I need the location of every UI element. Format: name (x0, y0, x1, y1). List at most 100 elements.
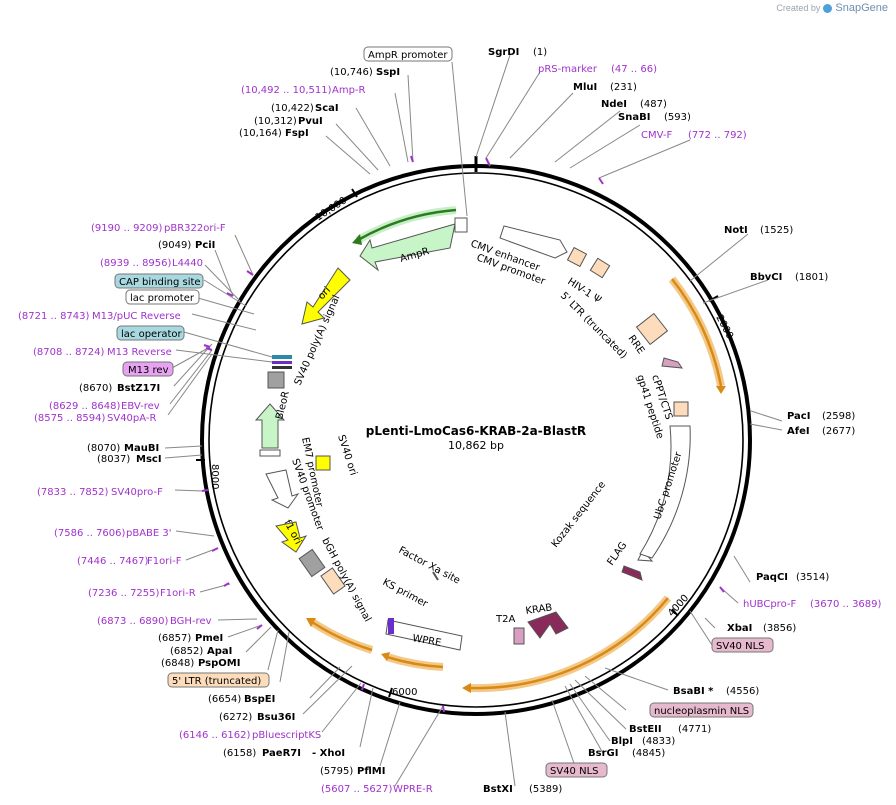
label-pcii[interactable]: PciI (195, 240, 215, 251)
label-m13-reverse[interactable]: M13 Reverse (107, 347, 172, 358)
label-fspi[interactable]: FspI (285, 128, 309, 139)
ltr-truncated-box[interactable] (167, 672, 270, 688)
label-pvui[interactable]: PvuI (298, 116, 323, 127)
lac-operator-box[interactable] (116, 325, 185, 341)
label-prs-marker[interactable]: pRS-marker (538, 64, 598, 75)
pos-afei: (2677) (822, 426, 855, 437)
label-maubi[interactable]: MauBI (124, 443, 159, 454)
label-cmv-f[interactable]: CMV-F (641, 130, 672, 141)
label-bstz17i[interactable]: BstZ17I (117, 383, 160, 394)
sv40-nls-box-2[interactable] (545, 762, 608, 778)
wpre-label: WPRE (411, 633, 442, 649)
label-blpi[interactable]: BlpI (611, 736, 633, 747)
label-pbr322ori-f[interactable]: pBR322ori-F (164, 223, 226, 234)
pos-pbr322ori-f: (9190 .. 9209) (91, 223, 163, 234)
pos-bbvci: (1801) (795, 272, 828, 283)
ampr-promoter-box[interactable] (363, 46, 453, 62)
m13-rev-label: M13 rev (128, 365, 169, 376)
label-pbabe-3[interactable]: pBABE 3' (126, 528, 172, 539)
m13-rev-box[interactable] (122, 361, 174, 377)
pos-sv40pa-r: (8575 .. 8594) (34, 413, 106, 424)
map-title: pLenti-LmoCas6-KRAB-2a-BlastR (366, 424, 586, 438)
label-m13-puc-reverse[interactable]: M13/pUC Reverse (92, 311, 181, 322)
tick-4000 (671, 608, 679, 617)
label-afei[interactable]: AfeI (787, 426, 810, 437)
label-mlui[interactable]: MluI (573, 82, 597, 93)
cppt-feature-box (673, 401, 689, 417)
pos-m13-puc-reverse: (8721 .. 8743) (18, 311, 90, 322)
tick-label-8000: 8000 (209, 464, 220, 489)
label-xhoi[interactable]: - XhoI (312, 748, 345, 759)
label-bspei[interactable]: BspEI (244, 694, 275, 705)
label-paer7i[interactable]: PaeR7I (262, 748, 301, 759)
label-f1ori-r[interactable]: F1ori-R (160, 588, 196, 599)
pos-sgrdi: (1) (533, 47, 547, 58)
f1-ori-arrow (275, 521, 308, 553)
label-f1ori-f[interactable]: F1ori-F (147, 556, 182, 567)
flag-glyph (621, 565, 643, 581)
label-bsu36i[interactable]: Bsu36I (257, 712, 295, 723)
tick-10000 (351, 188, 358, 198)
cap-site-glyph (272, 366, 292, 369)
ks-primer-label: KS primer (381, 577, 431, 610)
label-xbai[interactable]: XbaI (727, 623, 752, 634)
label-bstxi[interactable]: BstXI (483, 784, 513, 795)
cmv-enhancer-arrow (499, 225, 568, 259)
ampr-promoter-glyph (454, 217, 468, 233)
cap-binding-site-label: CAP binding site (119, 277, 201, 288)
label-wpre-r[interactable]: WPRE-R (393, 784, 433, 795)
created-by-text: Created by (776, 3, 821, 13)
label-msci[interactable]: MscI (136, 454, 162, 465)
tick-label-10000: 10,000 (314, 195, 349, 223)
label-apai[interactable]: ApaI (207, 646, 232, 657)
sv40-polya-box (267, 371, 285, 389)
label-ndei[interactable]: NdeI (601, 99, 627, 110)
label-snabi[interactable]: SnaBI (618, 112, 650, 123)
label-bgh-rev[interactable]: BGH-rev (170, 616, 212, 627)
label-bbvci[interactable]: BbvCI (750, 272, 782, 283)
feature-arc-ltr-head (306, 618, 316, 627)
label-scai[interactable]: ScaI (315, 103, 339, 114)
bleor-label: BleoR (274, 390, 292, 421)
label-sv40pro-f[interactable]: SV40pro-F (111, 487, 163, 498)
snapgene-branding: Created by SnapGene (776, 0, 888, 16)
nucleoplasmin-nls-box[interactable] (649, 702, 754, 718)
label-bsrgi[interactable]: BsrGI (588, 748, 618, 759)
label-pmei[interactable]: PmeI (195, 633, 223, 644)
lac-promoter-label: lac promoter (130, 293, 195, 304)
label-paqci[interactable]: PaqCI (756, 572, 788, 583)
ltr-truncated-label: 5' LTR (truncated) (172, 676, 261, 687)
pos-msci: (8037) (97, 454, 130, 465)
ubc-promoter-arrow (639, 425, 691, 559)
label-pflmi[interactable]: PflMI (357, 766, 385, 777)
label-paci[interactable]: PacI (787, 411, 810, 422)
lac-promoter-box[interactable] (125, 289, 200, 305)
tick-label-2000: 2000 (713, 313, 735, 341)
label-sspi[interactable]: SspI (376, 67, 400, 78)
label-pspomi[interactable]: PspOMI (198, 658, 240, 669)
ori-arrow (301, 267, 351, 325)
label-bsteii[interactable]: BstEII (629, 724, 662, 735)
feature-arc-hiv-head (716, 386, 726, 394)
bleor-arrow (254, 403, 286, 449)
label-hubcpro-f[interactable]: hUBCpro-F (743, 599, 796, 610)
sv40-nls-box-1[interactable] (711, 637, 774, 653)
label-sgrdi[interactable]: SgrDI (488, 47, 519, 58)
pos-hubcpro-f: (3670 .. 3689) (810, 599, 882, 610)
label-sv40pa-r[interactable]: SV40pA-R (107, 413, 156, 424)
pos-maubi: (8070) (87, 443, 120, 454)
pos-f1ori-r: (7236 .. 7255) (88, 588, 160, 599)
label-l4440[interactable]: L4440 (172, 258, 203, 269)
pos-amp-r: (10,492 .. 10,511) (241, 85, 332, 96)
label-noti[interactable]: NotI (724, 225, 748, 236)
label-ebv-rev[interactable]: EBV-rev (121, 401, 160, 412)
pos-pmei: (6857) (158, 633, 191, 644)
label-bsabi[interactable]: BsaBI * (673, 686, 714, 697)
label-pbluescriptks[interactable]: pBluescriptKS (252, 730, 321, 741)
right-labels: SgrDI (1) pRS-marker (47 .. 66) MluI (23… (483, 47, 882, 795)
cap-binding-site-box[interactable] (114, 273, 204, 289)
pos-wpre-r: (5607 .. 5627) (321, 784, 393, 795)
label-amp-r[interactable]: Amp-R (332, 85, 366, 96)
left-labels: (10,746) SspI (10,492 .. 10,511) Amp-R (… (18, 67, 433, 795)
m13-rev-glyph (272, 361, 292, 364)
